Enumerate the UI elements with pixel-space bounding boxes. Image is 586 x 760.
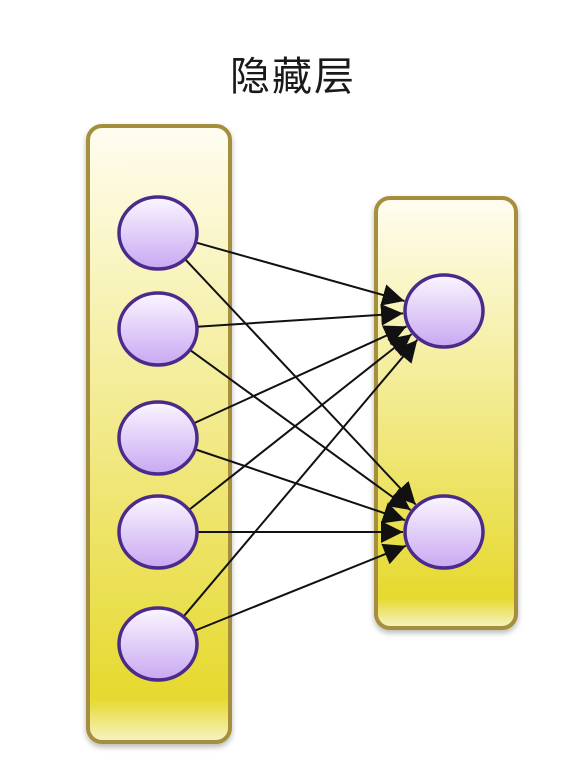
output-node-2: [403, 494, 485, 570]
edge-input-3-to-output-1: [193, 325, 407, 425]
edge-input-2-to-output-1: [196, 303, 404, 328]
edge-input-2-to-output-2: [189, 349, 412, 511]
diagram-title: 隐藏层: [230, 54, 356, 100]
input-node-2: [117, 291, 199, 367]
edge-input-5-to-output-1: [182, 339, 419, 618]
edge-input-1-to-output-2: [184, 258, 417, 506]
nodes: [117, 195, 485, 682]
edge-input-5-to-output-2: [193, 543, 407, 632]
output-node-1: [403, 273, 485, 349]
edge-input-1-to-output-1: [195, 241, 405, 306]
edge-input-3-to-output-2: [194, 448, 406, 524]
input-node-4: [117, 494, 199, 570]
input-node-5: [117, 606, 199, 682]
input-node-1: [117, 195, 199, 271]
connections: [182, 241, 419, 632]
edge-input-4-to-output-1: [188, 333, 413, 511]
input-node-3: [117, 400, 199, 476]
